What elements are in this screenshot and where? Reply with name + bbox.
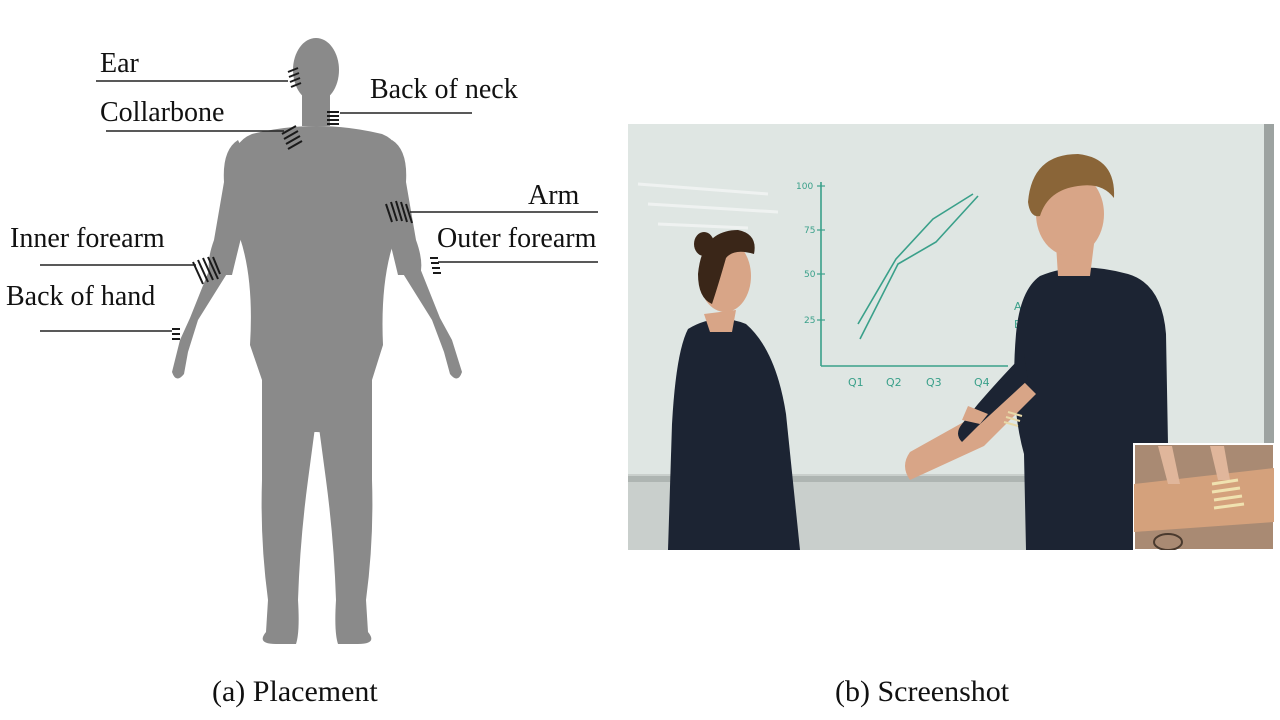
x-tick-q4: Q4 xyxy=(974,376,990,389)
video-scene: 100 75 50 25 Q1 Q2 Q3 Q4 A B xyxy=(628,124,1274,550)
label-back-of-neck: Back of neck xyxy=(370,76,518,104)
y-tick-50: 50 xyxy=(804,270,816,280)
y-tick-75: 75 xyxy=(804,226,815,236)
caption-placement: (a) Placement xyxy=(212,677,378,707)
label-outer-forearm: Outer forearm xyxy=(437,225,596,253)
caption-screenshot: (b) Screenshot xyxy=(835,677,1009,707)
sensor-back-of-hand xyxy=(172,329,180,339)
body-diagram xyxy=(0,0,625,720)
label-ear: Ear xyxy=(100,50,139,78)
x-tick-q1: Q1 xyxy=(848,376,864,389)
placement-panel: Ear Collarbone Back of neck Arm Inner fo… xyxy=(0,0,625,720)
body-silhouette xyxy=(172,38,462,644)
label-back-of-hand: Back of hand xyxy=(6,283,155,311)
label-arm: Arm xyxy=(528,182,579,210)
video-screenshot: 100 75 50 25 Q1 Q2 Q3 Q4 A B xyxy=(628,124,1274,550)
x-tick-q3: Q3 xyxy=(926,376,942,389)
sensor-outer-forearm xyxy=(430,258,441,273)
y-tick-25: 25 xyxy=(804,316,815,326)
label-collarbone: Collarbone xyxy=(100,99,224,127)
screenshot-panel: 100 75 50 25 Q1 Q2 Q3 Q4 A B xyxy=(625,0,1280,720)
y-tick-100: 100 xyxy=(796,182,813,192)
x-tick-q2: Q2 xyxy=(886,376,902,389)
label-inner-forearm: Inner forearm xyxy=(10,225,165,253)
inset-closeup xyxy=(1134,444,1274,550)
